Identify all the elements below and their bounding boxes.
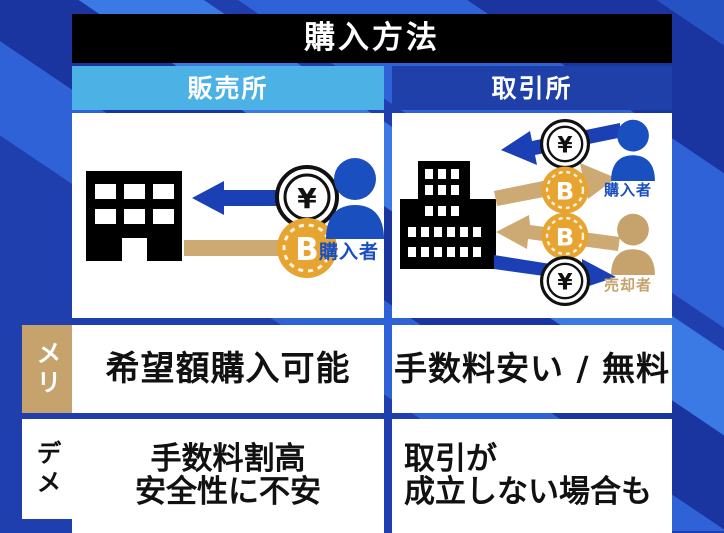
illustration-hanbaijo: ¥ B 購入者 — [72, 113, 384, 318]
demerit-cell-hanbaijo: 手数料割高 安全性に不安 — [72, 419, 384, 533]
office-building-icon — [86, 171, 182, 261]
buyer-person-icon — [611, 119, 655, 181]
column-header-hanbaijo-label: 販売所 — [187, 73, 269, 103]
svg-text:B: B — [556, 223, 574, 251]
buyer-person-icon — [326, 158, 384, 239]
exchange-building-icon — [400, 161, 496, 269]
yen-coin-icon: ¥ — [540, 256, 590, 306]
svg-text:B: B — [295, 232, 319, 268]
svg-text:¥: ¥ — [557, 134, 572, 159]
buyer-person-label: 購入者 — [604, 183, 652, 198]
merit-row: 希望額購入可能 手数料安い / 無料 — [72, 325, 672, 413]
merit-torihikijo-text: 手数料安い / 無料 — [393, 348, 671, 388]
yen-coin-icon: ¥ — [540, 119, 590, 169]
yen-flow-arrow-left — [192, 181, 328, 215]
illustration-row: ¥ B 購入者 — [72, 113, 672, 318]
svg-text:¥: ¥ — [557, 271, 572, 296]
seller-person-icon — [611, 213, 655, 275]
buyer-person-label: 購入者 — [319, 243, 379, 262]
merit-hanbaijo-text: 希望額購入可能 — [105, 348, 351, 389]
column-header-torihikijo-label: 取引所 — [491, 73, 573, 103]
row-label-merit-text: メリ — [33, 340, 62, 398]
merit-cell-hanbaijo: 希望額購入可能 — [72, 325, 384, 413]
bitcoin-coin-icon: B — [541, 212, 589, 260]
demerit-torihikijo-line2: 成立しない場合も — [404, 474, 652, 510]
merit-cell-torihikijo: 手数料安い / 無料 — [392, 325, 672, 413]
svg-text:¥: ¥ — [297, 182, 317, 215]
demerit-torihikijo-line1: 取引が — [404, 441, 497, 478]
comparison-table: 購入方法 販売所 取引所 — [72, 14, 672, 533]
row-label-demerit: デメ — [22, 419, 72, 519]
buyer-label-text: 購入者 — [319, 241, 380, 263]
seller-label-text: 売却者 — [604, 276, 653, 294]
demerit-hanbaijo-line1: 手数料割高 — [150, 441, 306, 478]
row-label-merit: メリ — [22, 325, 72, 413]
column-header-hanbaijo: 販売所 — [72, 66, 384, 110]
demerit-hanbaijo-line2: 安全性に不安 — [135, 474, 321, 510]
seller-person-label: 売却者 — [604, 278, 652, 293]
bitcoin-flow-arrow-right — [184, 231, 330, 265]
bitcoin-coin-icon: B — [541, 166, 589, 214]
column-header-torihikijo: 取引所 — [392, 66, 672, 110]
page-title: 購入方法 — [72, 14, 672, 63]
bitcoin-coin-icon: B — [277, 218, 337, 278]
demerit-row: 手数料割高 安全性に不安 取引が 成立しない場合も — [72, 419, 672, 533]
page-title-text: 購入方法 — [304, 20, 440, 56]
demerit-cell-torihikijo: 取引が 成立しない場合も — [392, 419, 672, 533]
row-label-demerit-text: デメ — [33, 440, 62, 498]
illustration-torihikijo: ¥ B B ¥ 購入者 — [392, 113, 672, 318]
buyer-label-text: 購入者 — [604, 181, 653, 199]
svg-text:B: B — [556, 177, 574, 205]
